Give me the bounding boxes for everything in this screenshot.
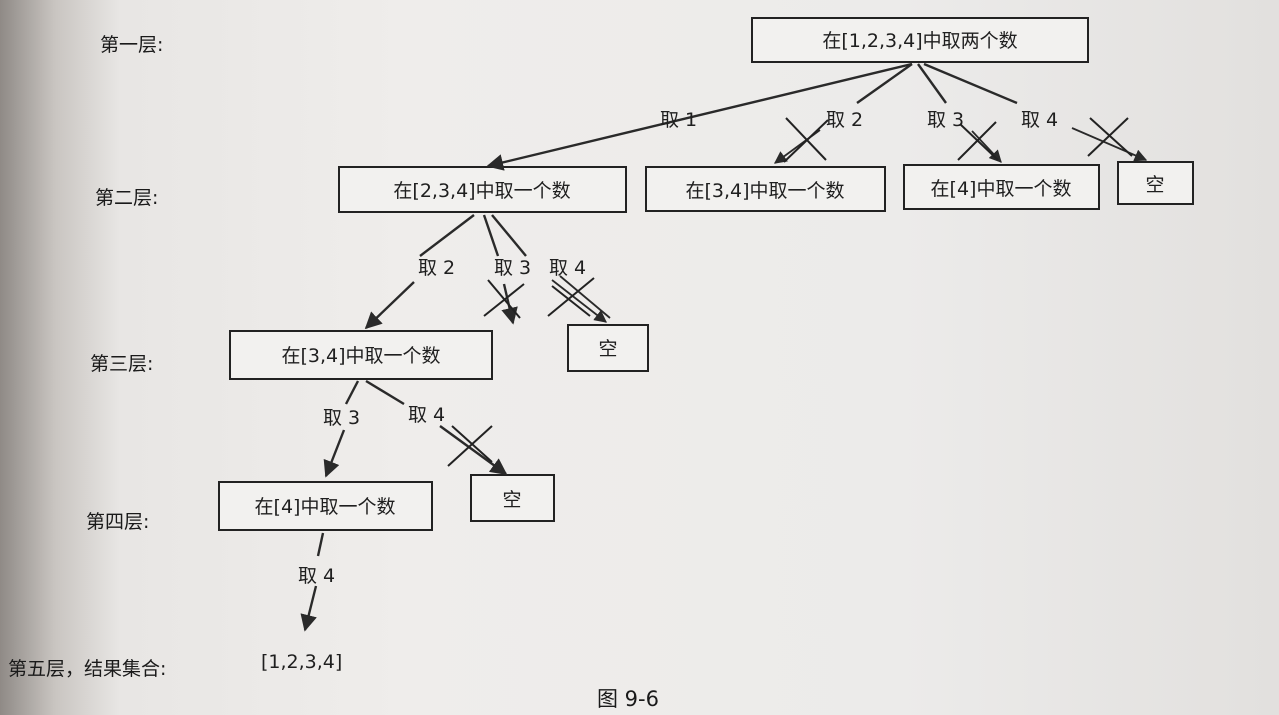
node-level2-c-text: 在[4]中取一个数 [931, 178, 1072, 200]
figure-caption: 图 9-6 [597, 687, 659, 711]
edge-take2-mid-upper [419, 214, 475, 257]
edge-take3-upper [917, 63, 947, 104]
edge-take2-mid-lower [364, 281, 415, 330]
edge-take3-mid-upper [482, 214, 500, 257]
prune-cross [783, 117, 829, 163]
edge-label-take2-mid: 取 2 [418, 257, 455, 279]
level-3-label: 第三层: [90, 353, 153, 375]
level-1-label: 第一层: [100, 34, 163, 56]
edge-label-take1: 取 1 [660, 109, 697, 131]
prune-cross [1087, 117, 1133, 157]
edge-take3-lower [971, 130, 1002, 163]
edge-take4-upper [923, 62, 1018, 105]
edge-take3-low-lower [323, 429, 346, 478]
edge-label-take3-low: 取 3 [323, 407, 360, 429]
edge-take4-last-lower [300, 585, 318, 632]
node-level2-b-text: 在[3,4]中取一个数 [685, 180, 844, 202]
node-level2-b: 在[3,4]中取一个数 [645, 166, 886, 212]
edge-label-take4: 取 4 [1021, 109, 1058, 131]
edge-label-take2: 取 2 [826, 109, 863, 131]
edge-take4-low-lower [439, 425, 508, 475]
node-level2-d-text: 空 [1145, 174, 1164, 196]
node-level2-a-text: 在[2,3,4]中取一个数 [393, 180, 570, 202]
edge-take1 [486, 62, 913, 171]
node-level4-b: 空 [470, 474, 555, 522]
edge-take4-last-upper [316, 532, 325, 557]
edge-label-take3: 取 3 [927, 109, 964, 131]
edge-label-take4-mid: 取 4 [549, 257, 586, 279]
edge-take4-mid-lower [551, 279, 607, 323]
prune-cross [483, 279, 525, 319]
level-5-label: 第五层，结果集合: [8, 658, 166, 680]
node-level4-a-text: 在[4]中取一个数 [255, 496, 396, 518]
node-level3-a: 在[3,4]中取一个数 [229, 330, 493, 380]
node-level2-c: 在[4]中取一个数 [903, 164, 1100, 210]
edge-take3-low-upper [344, 380, 360, 405]
edge-take2-upper [856, 63, 913, 104]
prune-cross [957, 121, 999, 161]
edge-take4-mid-double [559, 275, 611, 319]
node-level2-d: 空 [1117, 161, 1194, 205]
edge-take4-mid-upper [491, 214, 527, 257]
node-root: 在[1,2,3,4]中取两个数 [751, 17, 1089, 63]
node-level4-a: 在[4]中取一个数 [218, 481, 433, 531]
node-level3-a-text: 在[3,4]中取一个数 [281, 345, 440, 367]
edge-label-take4-last: 取 4 [298, 565, 335, 587]
edge-take4-low-upper [365, 379, 405, 406]
edge-take4-lower [1071, 127, 1148, 162]
level-4-label: 第四层: [86, 511, 149, 533]
node-root-text: 在[1,2,3,4]中取两个数 [822, 30, 1017, 52]
node-level2-a: 在[2,3,4]中取一个数 [338, 166, 627, 213]
prune-cross [547, 277, 595, 317]
prune-cross [447, 425, 493, 467]
node-level4-b-text: 空 [502, 489, 521, 511]
result-set: [1,2,3,4] [261, 651, 342, 673]
node-level3-b-text: 空 [598, 338, 617, 360]
edge-label-take3-mid: 取 3 [494, 257, 531, 279]
level-2-label: 第二层: [95, 187, 158, 209]
edge-label-take4-low: 取 4 [408, 404, 445, 426]
node-level3-b: 空 [567, 324, 649, 372]
